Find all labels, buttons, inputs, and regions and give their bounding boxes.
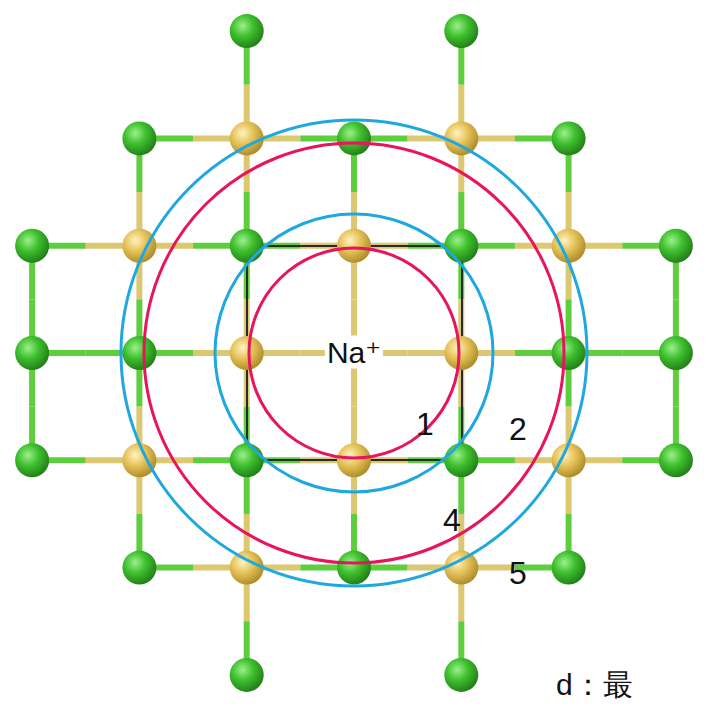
shell-5 [121, 120, 587, 586]
cl-ion [230, 658, 264, 692]
na-ion [337, 229, 371, 263]
cl-ion [122, 336, 156, 370]
na-ion [552, 443, 586, 477]
cl-ion [230, 229, 264, 263]
cl-ion [444, 229, 478, 263]
na-ion [444, 336, 478, 370]
na-ion [230, 551, 264, 585]
cl-ion [659, 443, 693, 477]
cl-ion [122, 121, 156, 155]
shell-circles [121, 120, 587, 586]
shell-1 [249, 248, 459, 458]
ion-label: Na⁺ [325, 336, 383, 369]
cl-ion [15, 443, 49, 477]
cl-ion [444, 14, 478, 48]
cl-ion [230, 14, 264, 48]
na-ion [444, 121, 478, 155]
cl-ion [337, 551, 371, 585]
shell-2 [215, 214, 493, 492]
shell-4 [144, 143, 564, 563]
cl-ion [552, 336, 586, 370]
callout-number: 1 [416, 407, 434, 442]
na-ion [337, 443, 371, 477]
cl-ion [552, 551, 586, 585]
cl-ion [230, 443, 264, 477]
cl-ion [122, 551, 156, 585]
callout-number: 5 [509, 556, 527, 591]
na-ion [122, 443, 156, 477]
na-ion [444, 551, 478, 585]
cl-ion [337, 121, 371, 155]
callout-number: 4 [443, 503, 461, 538]
na-ion [230, 336, 264, 370]
na-ion [552, 229, 586, 263]
cl-ion [659, 336, 693, 370]
cl-ion [15, 229, 49, 263]
cl-ion [15, 336, 49, 370]
note-text: d：最 [556, 668, 633, 701]
cl-ion [659, 229, 693, 263]
unit-square [247, 246, 462, 460]
cl-ion [552, 121, 586, 155]
cl-ion [444, 443, 478, 477]
na-ion [230, 121, 264, 155]
callout-number: 2 [509, 412, 527, 447]
na-ion [122, 229, 156, 263]
cl-ion [444, 658, 478, 692]
